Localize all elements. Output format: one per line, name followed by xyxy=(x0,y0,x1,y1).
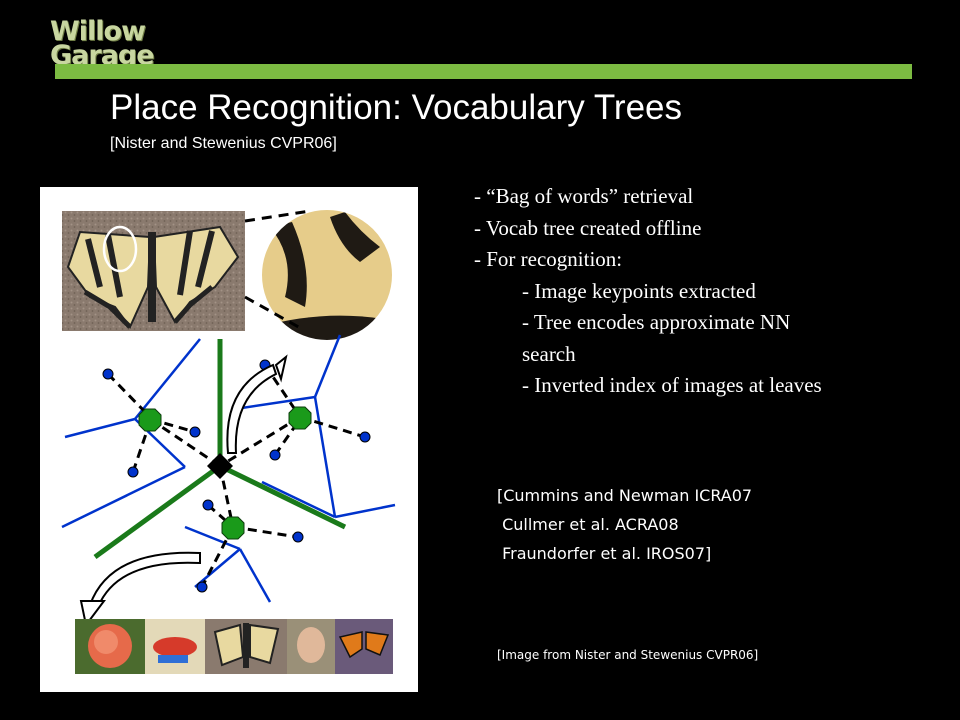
butterfly-photo xyxy=(62,211,245,331)
header-accent-bar xyxy=(55,64,912,79)
sub-bullet-item: - Image keypoints extracted xyxy=(522,278,756,303)
sub-bullet-item: - Inverted index of images at leaves xyxy=(522,373,822,397)
database-image-strip xyxy=(75,619,393,674)
logo-line-1: Willow xyxy=(50,16,146,47)
bullet-item: - Vocab tree created offline xyxy=(474,215,702,240)
query-keypoint xyxy=(207,453,233,479)
slide-subtitle: [Nister and Stewenius CVPR06] xyxy=(110,135,337,152)
cluster-centers xyxy=(138,406,312,540)
slide-title: Place Recognition: Vocabulary Trees xyxy=(110,88,682,127)
willow-garage-logo: Willow Garage xyxy=(46,14,166,80)
reference-line: Fraundorfer et al. IROS07] xyxy=(497,544,712,563)
bullet-item: - For recognition: xyxy=(474,247,623,271)
vocabulary-tree-figure xyxy=(40,187,418,692)
bullet-list: - “Bag of words” retrieval - Vocab tree … xyxy=(474,181,822,402)
sub-bullet-continuation: search xyxy=(522,341,576,366)
reference-line: Cullmer et al. ACRA08 xyxy=(497,515,679,534)
vocab-tree-edges xyxy=(93,339,347,560)
image-credit: [Image from Nister and Stewenius CVPR06] xyxy=(497,648,759,662)
sub-bullet-item: - Tree encodes approximate NN xyxy=(522,310,791,334)
vocabulary-tree-diagram xyxy=(61,208,396,674)
references: [Cummins and Newman ICRA07 Cullmer et al… xyxy=(497,481,752,568)
bullet-item: - “Bag of words” retrieval xyxy=(474,184,694,208)
feature-points xyxy=(102,359,371,593)
reference-line: [Cummins and Newman ICRA07 xyxy=(497,486,753,505)
magnified-patch xyxy=(260,208,394,342)
